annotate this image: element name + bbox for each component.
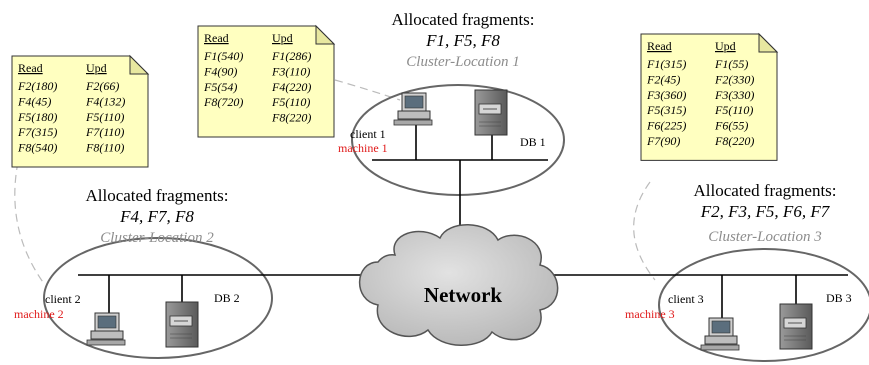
cluster-2-allocated-title: Allocated fragments: [85, 186, 228, 205]
cluster-1-ellipse [351, 84, 565, 196]
cluster-3-name: Cluster-Location 3 [708, 229, 821, 245]
cluster-1-note-upd-cell: F3(110) [271, 64, 310, 78]
cluster-2-note-read-cell: F4(45) [17, 94, 51, 108]
network-label: Network [424, 283, 502, 307]
cluster-2-note-read-header: Read [18, 61, 43, 75]
cluster-3-note-upd-cell: F1(55) [714, 57, 748, 71]
cluster-1-note-upd-cell: F5(110) [271, 95, 310, 109]
cluster-1-db-label: DB 1 [520, 135, 546, 149]
cluster-3-client-label: client 3 [668, 292, 704, 306]
cluster-3-allocated-title: Allocated fragments: [693, 181, 836, 200]
cluster-2-note-upd-cell: F2(66) [85, 79, 119, 93]
cluster-3-note-read-cell: F6(225) [646, 119, 686, 133]
cluster-1-client-label: client 1 [350, 127, 386, 141]
cluster-3-note-read-header: Read [647, 39, 672, 53]
cluster-2-note-read-cell: F8(540) [17, 141, 57, 155]
cluster-1-machine-label: machine 1 [338, 141, 388, 155]
cluster-3-note-upd-cell: F3(330) [714, 88, 754, 102]
cluster-2-note-read-cell: F5(180) [17, 110, 57, 124]
cluster-3-allocated-fragments: F2, F3, F5, F6, F7 [700, 202, 831, 221]
cluster-3-note-read-cell: F7(90) [646, 134, 680, 148]
network-cloud: Network [358, 224, 559, 346]
cluster-1-name: Cluster-Location 1 [406, 54, 519, 70]
db-2-server-icon [165, 301, 199, 348]
client-1-computer-icon [393, 92, 433, 126]
cluster-2-allocated-fragments: F4, F7, F8 [119, 207, 194, 226]
cluster-2-note-upd-cell: F8(110) [85, 141, 124, 155]
cluster-1-note-upd-cell: F4(220) [271, 80, 311, 94]
cluster-3-note-read-cell: F1(315) [646, 57, 686, 71]
cluster-1-note-read-cell: F4(90) [203, 64, 237, 78]
cluster-2-name: Cluster-Location 2 [100, 230, 214, 246]
cluster-3-note-upd-header: Upd [715, 39, 736, 53]
cluster-3-note-upd-cell: F2(330) [714, 72, 754, 86]
cluster-1-note-upd-cell: F8(220) [271, 111, 311, 125]
cluster-2-note-read-cell: F7(315) [17, 125, 57, 139]
cluster-1-note-upd-cell: F1(286) [271, 49, 311, 63]
cluster-1-note-read-cell: F5(54) [203, 80, 237, 94]
cluster-1-note-read-cell: F8(720) [203, 95, 243, 109]
cluster-3-ellipse [658, 248, 869, 362]
cluster-2-note-upd-header: Upd [86, 61, 107, 75]
cluster-3-note-upd-cell: F5(110) [714, 103, 753, 117]
callout-line-2 [14, 161, 46, 286]
cluster-2-db-label: DB 2 [214, 291, 240, 305]
cluster-3-note-read-cell: F3(360) [646, 88, 686, 102]
cluster-3-note-upd-cell: F6(55) [714, 119, 748, 133]
cluster-2-note-read-cell: F2(180) [17, 79, 57, 93]
cluster-2-client-label: client 2 [45, 292, 81, 306]
cluster-3-note-upd-cell: F8(220) [714, 134, 754, 148]
cluster-1-allocated-fragments: F1, F5, F8 [425, 31, 500, 50]
cluster-3-note-read-cell: F5(315) [646, 103, 686, 117]
cluster-3-machine-label: machine 3 [625, 307, 675, 321]
cluster-1-note-read-cell: F1(540) [203, 49, 243, 63]
cluster-1-allocated-title: Allocated fragments: [391, 10, 534, 29]
cluster-1-note-upd-header: Upd [272, 31, 293, 45]
cluster-2-note-upd-cell: F7(110) [85, 125, 124, 139]
cluster-2-ellipse [43, 237, 273, 359]
callout-line-1 [334, 79, 401, 101]
db-3-server-icon [779, 303, 813, 350]
db-1-server-icon [474, 89, 508, 136]
cluster-2-machine-label: machine 2 [14, 307, 64, 321]
cluster-3-db-label: DB 3 [826, 291, 852, 305]
callout-line-3 [633, 181, 656, 281]
cluster-2-note-upd-cell: F5(110) [85, 110, 124, 124]
cluster-2-note-upd-cell: F4(132) [85, 94, 125, 108]
cluster-3-note-read-cell: F2(45) [646, 72, 680, 86]
client-3-computer-icon [700, 317, 740, 351]
client-2-computer-icon [86, 312, 126, 346]
cluster-1-note-read-header: Read [204, 31, 229, 45]
